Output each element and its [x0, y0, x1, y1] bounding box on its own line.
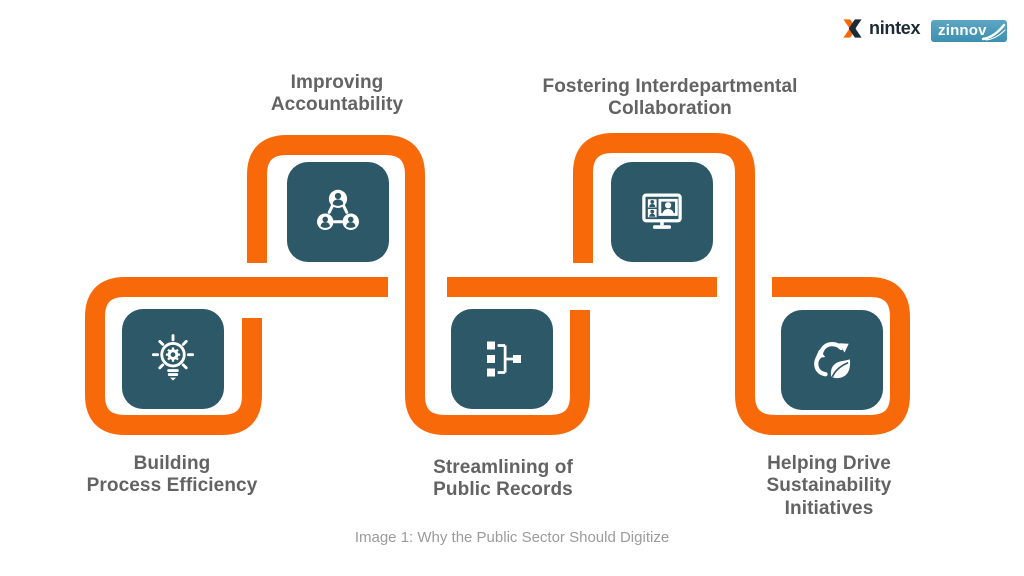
flow-segment-improving-streamlining — [247, 135, 590, 435]
node-streamlining-label: Streamlining of Public Records — [433, 457, 573, 501]
nintex-wordmark: nintex — [869, 18, 921, 38]
node-improving-label: Improving Accountability — [270, 72, 404, 116]
people-network-icon — [317, 189, 359, 230]
node-building-label: Building Process Efficiency — [86, 453, 258, 497]
node-helping-label: Helping Drive Sustainability Initiatives — [766, 453, 892, 519]
zinnov-wordmark: zinnov — [938, 22, 987, 39]
flow-segment-fostering-helping — [573, 133, 910, 435]
flow-segment-building — [85, 277, 388, 435]
video-call-monitor-icon — [642, 193, 682, 229]
lightbulb-gear-icon — [151, 334, 195, 381]
node-helping-icon-box — [781, 310, 883, 410]
recycle-leaf-icon — [814, 341, 851, 379]
node-fostering-label: Fostering Interdepartmental Collaboratio… — [542, 76, 798, 120]
zinnov-logo: zinnov — [931, 20, 1007, 42]
zinnov-swoosh-icon — [981, 23, 1006, 41]
image-caption: Image 1: Why the Public Sector Should Di… — [354, 529, 670, 546]
node-building-icon-box — [122, 309, 224, 409]
nintex-logo: nintex — [841, 17, 921, 40]
flowchart-icon — [487, 341, 521, 377]
node-improving-icon-box — [287, 162, 389, 262]
node-streamlining-icon-box — [451, 309, 553, 409]
nintex-x-icon — [843, 19, 862, 38]
node-fostering-icon-box — [611, 162, 713, 262]
